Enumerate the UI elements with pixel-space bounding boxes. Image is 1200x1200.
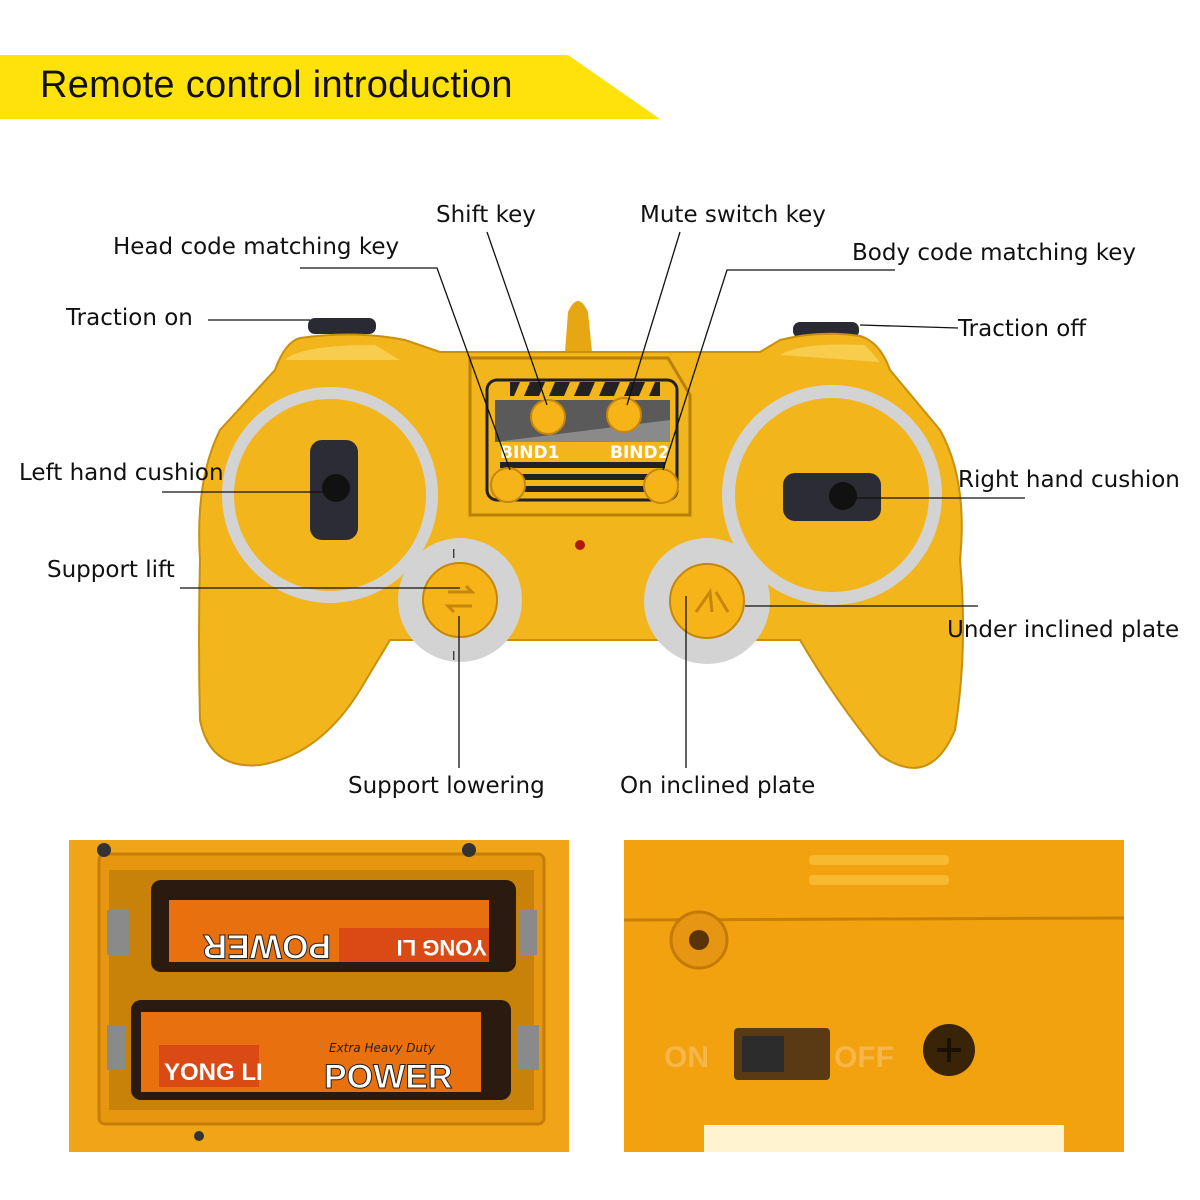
header-banner — [0, 55, 660, 119]
svg-text:I: I — [452, 547, 456, 561]
switch-off-label: OFF — [834, 1041, 894, 1074]
battery-bottom-text: POWER — [324, 1058, 452, 1096]
controller-illustration: BIND1 BIND2 I I — [162, 231, 1025, 769]
right-hand-cushion-label: Right hand cushion — [958, 467, 1180, 493]
mute-switch-key-label: Mute switch key — [640, 202, 826, 228]
bind-label-2: BIND2 — [610, 443, 669, 463]
battery-bottom-brand: YONG LI — [164, 1059, 263, 1086]
body-code-matching-key-label: Body code matching key — [852, 240, 1137, 266]
battery-top-brand: YONG LI — [397, 935, 487, 960]
shift-key — [530, 399, 566, 435]
svg-text:I: I — [452, 649, 456, 663]
body-bind-key — [643, 468, 679, 504]
head-bind-key — [490, 467, 526, 503]
support-lowering-label: Support lowering — [348, 773, 545, 799]
battery-top-text: POWER — [203, 927, 331, 965]
led — [575, 540, 585, 550]
shift-key-label: Shift key — [436, 202, 536, 228]
traction-off-label: Traction off — [958, 316, 1087, 342]
switch-on-label: ON — [664, 1041, 709, 1074]
left-hand-cushion-label: Left hand cushion — [19, 460, 224, 486]
battery-bottom-tagline: Extra Heavy Duty — [329, 1041, 436, 1055]
power-switch-photo: ON OFF — [624, 840, 1124, 1152]
under-inclined-plate-label: Under inclined plate — [947, 617, 1180, 643]
antenna — [565, 301, 592, 352]
page-title: Remote control introduction — [40, 64, 513, 106]
on-inclined-plate-label: On inclined plate — [620, 773, 816, 799]
plate-button — [669, 563, 745, 639]
battery-compartment-photo: POWER YONG LI YONG LI Extra Heavy Duty P… — [69, 840, 569, 1152]
traction-on-label: Traction on — [66, 305, 193, 331]
mute-switch-key — [606, 397, 642, 433]
bind-label-1: BIND1 — [500, 443, 559, 463]
head-code-matching-key-label: Head code matching key — [113, 234, 400, 260]
support-button — [422, 562, 498, 638]
left-trigger — [308, 318, 376, 334]
support-lift-label: Support lift — [47, 557, 175, 583]
